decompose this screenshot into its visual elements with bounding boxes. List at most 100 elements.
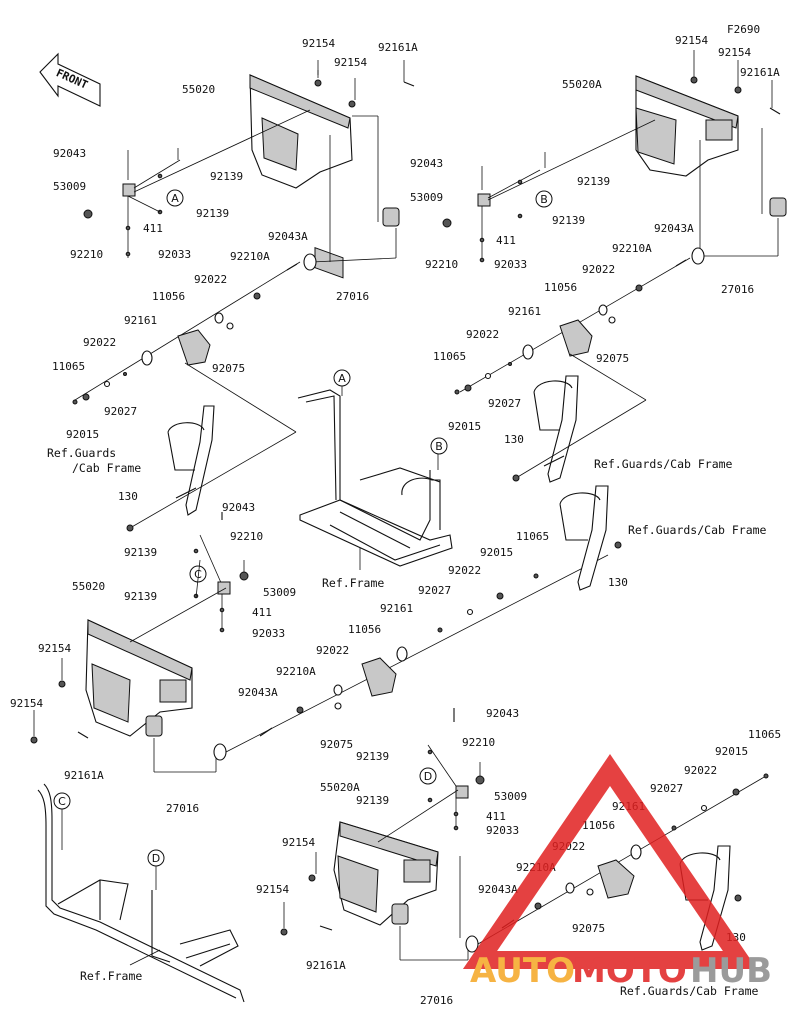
svg-text:AUTO: AUTO xyxy=(470,951,575,991)
part-label-c-92075: 92075 xyxy=(320,738,353,751)
svg-text:B: B xyxy=(540,193,548,206)
callout-b-top xyxy=(535,190,553,208)
part-label-c-11056: 11056 xyxy=(348,623,381,636)
part-label-c-55020: 55020 xyxy=(72,580,105,593)
guard-c xyxy=(577,485,609,591)
part-label-c-92043: 92043 xyxy=(222,501,255,514)
part-label-a-53009: 53009 xyxy=(53,180,86,193)
part-label-d-27016: 27016 xyxy=(420,994,453,1007)
assembly-d: D xyxy=(280,708,769,961)
part-label-frame-ref-bottom: Ref.Frame xyxy=(80,969,142,983)
part-label-d-92161A: 92161A xyxy=(306,959,346,972)
part-label-b-92075: 92075 xyxy=(596,352,629,365)
part-label-a-92210: 92210 xyxy=(70,248,103,261)
part-label-b-92154-1: 92154 xyxy=(675,34,708,47)
part-label-d-92139-2: 92139 xyxy=(356,794,389,807)
part-label-b-27016: 27016 xyxy=(721,283,754,296)
part-label-c-ref: Ref.Guards/Cab Frame xyxy=(628,523,767,537)
svg-text:D: D xyxy=(424,770,432,783)
part-label-a-ref-cab: /Cab Frame xyxy=(72,461,141,475)
part-label-a-11056: 11056 xyxy=(152,290,185,303)
callout-a-frame xyxy=(333,369,351,387)
part-label-b-92015: 92015 xyxy=(448,420,481,433)
triangle-logo-icon xyxy=(462,754,758,969)
part-label-c-92154-1: 92154 xyxy=(38,642,71,655)
svg-text:HUB: HUB xyxy=(690,951,772,991)
part-label-a-92139-1: 92139 xyxy=(210,170,243,183)
part-label-d-92210: 92210 xyxy=(462,736,495,749)
part-label-d-92075: 92075 xyxy=(572,922,605,935)
callout-a-top xyxy=(166,189,184,207)
bracket-11056-b xyxy=(559,319,593,357)
diagram-code: F2690 xyxy=(727,23,760,36)
guard-a xyxy=(185,405,215,516)
part-label-c-92154-2: 92154 xyxy=(10,697,43,710)
part-label-c-11065: 11065 xyxy=(516,530,549,543)
central-frame: A B xyxy=(297,369,453,570)
part-label-c-92210: 92210 xyxy=(230,530,263,543)
part-label-d-55020A: 55020A xyxy=(320,781,360,794)
svg-text:MOTO: MOTO xyxy=(572,951,687,991)
part-label-c-27016: 27016 xyxy=(166,802,199,815)
part-label-b-53009: 53009 xyxy=(410,191,443,204)
part-label-b-55020A: 55020A xyxy=(562,78,602,91)
part-label-c-92139-1: 92139 xyxy=(124,546,157,559)
part-label-d-92027: 92027 xyxy=(650,782,683,795)
part-label-c-92015: 92015 xyxy=(480,546,513,559)
part-label-c-92022-2: 92022 xyxy=(448,564,481,577)
part-label-b-92043: 92043 xyxy=(410,157,443,170)
callout-d-bottom-right xyxy=(419,767,437,785)
watermark-logo: AUTO MOTO HUB xyxy=(462,754,772,991)
part-label-d-11056: 11056 xyxy=(582,819,615,832)
part-label-c-92210A: 92210A xyxy=(276,665,316,678)
part-label-a-92075: 92075 xyxy=(212,362,245,375)
part-label-a-92154-1: 92154 xyxy=(302,37,335,50)
part-label-a-92043: 92043 xyxy=(53,147,86,160)
part-label-a-92033: 92033 xyxy=(158,248,191,261)
part-label-c-92139-2: 92139 xyxy=(124,590,157,603)
part-label-d-53009: 53009 xyxy=(494,790,527,803)
assembly-a: A xyxy=(72,60,415,532)
part-label-c-92161: 92161 xyxy=(380,602,413,615)
part-label-b-411: 411 xyxy=(496,234,516,247)
part-label-b-ref: Ref.Guards/Cab Frame xyxy=(594,457,733,471)
svg-text:A: A xyxy=(338,372,346,385)
part-label-a-11065: 11065 xyxy=(52,360,85,373)
part-label-a-92161A: 92161A xyxy=(378,41,418,54)
part-label-b-92043A: 92043A xyxy=(654,222,694,235)
part-label-b-92210A: 92210A xyxy=(612,242,652,255)
part-label-b-92139-1: 92139 xyxy=(577,175,610,188)
part-label-d-92043: 92043 xyxy=(486,707,519,720)
front-arrow-icon: FRONT xyxy=(39,52,101,107)
part-label-b-92161: 92161 xyxy=(508,305,541,318)
part-label-frame-ref-center: Ref.Frame xyxy=(322,576,384,590)
part-label-a-92210A: 92210A xyxy=(230,250,270,263)
part-label-d-92154-1: 92154 xyxy=(282,836,315,849)
part-label-b-92027: 92027 xyxy=(488,397,521,410)
part-label-d-92154-2: 92154 xyxy=(256,883,289,896)
part-label-d-411: 411 xyxy=(486,810,506,823)
part-label-c-130: 130 xyxy=(608,576,628,589)
part-label-a-92043A: 92043A xyxy=(268,230,308,243)
callout-d-bottom xyxy=(147,849,165,867)
part-label-b-92033: 92033 xyxy=(494,258,527,271)
part-label-c-92043A: 92043A xyxy=(238,686,278,699)
svg-text:B: B xyxy=(435,440,443,453)
part-label-b-92022-2: 92022 xyxy=(466,328,499,341)
part-label-a-92015: 92015 xyxy=(66,428,99,441)
part-label-a-27016: 27016 xyxy=(336,290,369,303)
part-label-c-92027: 92027 xyxy=(418,584,451,597)
part-label-b-92154-2: 92154 xyxy=(718,46,751,59)
part-label-a-411: 411 xyxy=(143,222,163,235)
svg-text:A: A xyxy=(171,192,179,205)
part-label-c-92161A: 92161A xyxy=(64,769,104,782)
guard-b xyxy=(547,375,579,483)
part-label-d-92043A: 92043A xyxy=(478,883,518,896)
part-label-d-11065: 11065 xyxy=(748,728,781,741)
part-label-c-411: 411 xyxy=(252,606,272,619)
part-label-a-92027: 92027 xyxy=(104,405,137,418)
part-label-a-92022-2: 92022 xyxy=(83,336,116,349)
part-label-a-130: 130 xyxy=(118,490,138,503)
part-label-c-53009: 53009 xyxy=(263,586,296,599)
